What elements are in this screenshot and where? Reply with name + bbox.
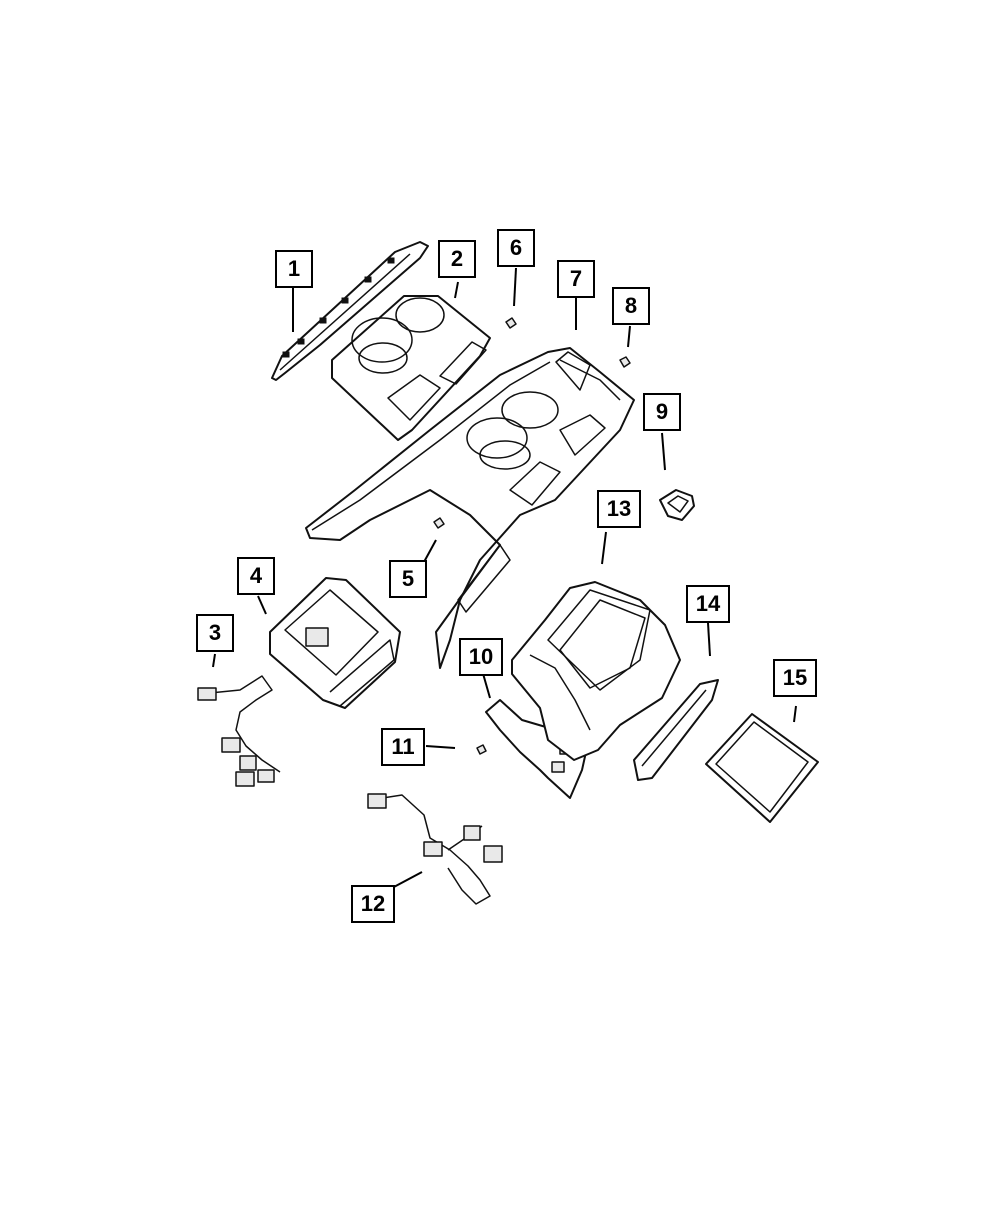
callout-2: 2: [438, 240, 476, 278]
part-14-trim-panel: [633, 679, 719, 781]
callout-14: 14: [686, 585, 730, 623]
part-11-clip: [476, 744, 487, 755]
part-7-console-top: [305, 347, 635, 669]
callout-12: 12: [351, 885, 395, 923]
callout-11: 11: [381, 728, 425, 766]
leader-lines: [212, 267, 797, 889]
callout-5: 5: [389, 560, 427, 598]
callout-9: 9: [643, 393, 681, 431]
part-5-clip: [433, 517, 445, 529]
callout-8: 8: [612, 287, 650, 325]
part-15-mat: [705, 713, 819, 823]
callout-3: 3: [196, 614, 234, 652]
part-9-bezel: [659, 489, 695, 521]
part-6-clip: [505, 317, 517, 329]
callout-13: 13: [597, 490, 641, 528]
part-4-storage-bin: [269, 577, 401, 709]
callout-4: 4: [237, 557, 275, 595]
part-2-cupholder-bezel: [331, 295, 491, 441]
callout-15: 15: [773, 659, 817, 697]
callout-7: 7: [557, 260, 595, 298]
callout-1: 1: [275, 250, 313, 288]
callout-6: 6: [497, 229, 535, 267]
part-13-console-base: [511, 581, 681, 761]
part-1-trim-strip: [271, 241, 429, 381]
part-8-clip: [619, 356, 631, 368]
callout-10: 10: [459, 638, 503, 676]
part-12-wire-harness: [367, 793, 503, 905]
part-3-wire-harness: [197, 675, 281, 787]
